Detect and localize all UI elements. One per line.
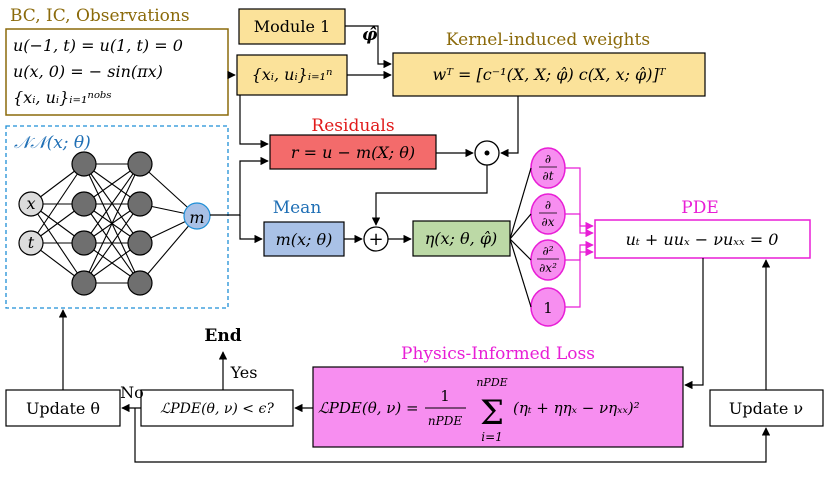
deriv-dt-den: ∂t bbox=[542, 169, 553, 183]
bc-box bbox=[5, 28, 229, 116]
convergence-check-box bbox=[140, 389, 294, 427]
eta-box bbox=[412, 220, 511, 257]
loss-sum-top: nPDE bbox=[476, 376, 507, 389]
nn-input-x-node bbox=[18, 191, 44, 217]
nn-title: 𝒩𝒩(x; θ) bbox=[14, 133, 91, 153]
kernel-title: Kernel-induced weights bbox=[446, 30, 650, 50]
arrow-dx-to-pde bbox=[565, 213, 594, 238]
nn-edge-16 bbox=[83, 163, 141, 244]
nn-hidden1-node-0 bbox=[71, 151, 97, 177]
kernel-equation: wᵀ = [c⁻¹(X, X; φ̂) c(X, x; φ̂)]ᵀ bbox=[433, 65, 667, 84]
line-eta-to-dt bbox=[509, 167, 532, 240]
derivative-operators: ∂ ∂t ∂ ∂x ∂² ∂x² 1 bbox=[530, 147, 566, 327]
arrow-dt-to-pde bbox=[565, 167, 594, 231]
arrow-pde-to-loss bbox=[684, 258, 704, 390]
nn-hidden1-node-2 bbox=[71, 230, 97, 256]
bc-title: BC, IC, Observations bbox=[10, 6, 190, 26]
nn-edge-20 bbox=[83, 163, 141, 284]
nn-edge-27 bbox=[139, 215, 198, 284]
subset-box bbox=[236, 54, 348, 96]
nn-input-t-node bbox=[18, 230, 44, 256]
line-eta-to-dxx bbox=[509, 238, 532, 261]
kernel-box bbox=[392, 52, 706, 97]
deriv-dxx-den: ∂x² bbox=[539, 261, 557, 275]
convergence-check-label: ℒPDE(θ, ν) < ϵ? bbox=[160, 401, 274, 417]
phi-hat-label: φ̂ bbox=[362, 25, 378, 45]
nn-hidden1-node-3 bbox=[71, 270, 97, 296]
nn-output-m-label: m bbox=[189, 208, 204, 227]
loss-sum-bottom: i=1 bbox=[481, 430, 503, 444]
deriv-dt-num: ∂ bbox=[545, 152, 551, 166]
identity-label: 1 bbox=[543, 299, 553, 317]
line-eta-to-identity bbox=[509, 238, 532, 308]
pde-title: PDE bbox=[681, 198, 718, 218]
residuals-box bbox=[269, 134, 437, 170]
connectors bbox=[58, 25, 771, 463]
deriv-dxx-num: ∂² bbox=[542, 244, 553, 258]
mean-box bbox=[263, 221, 345, 257]
residuals-title: Residuals bbox=[311, 116, 394, 136]
arrow-nn-to-residuals bbox=[210, 156, 269, 216]
module1-box bbox=[238, 8, 346, 45]
residuals-equation: r = u − m(X; θ) bbox=[291, 143, 415, 162]
pde-equation: uₜ + uuₓ − νuₓₓ = 0 bbox=[626, 230, 779, 249]
bc-line-1: u(−1, t) = u(1, t) = 0 bbox=[13, 36, 183, 55]
line-eta-to-dx bbox=[509, 213, 532, 240]
update-theta-label: Update θ bbox=[26, 399, 100, 418]
loss-box bbox=[312, 366, 684, 448]
nn-edge-21 bbox=[83, 203, 141, 284]
no-label: No bbox=[120, 383, 144, 402]
arrow-to-update-nu bbox=[134, 408, 771, 463]
module1-label: Module 1 bbox=[254, 17, 330, 36]
update-nu-box bbox=[709, 389, 824, 427]
nn-input-t-label: t bbox=[28, 233, 35, 252]
arrow-nn-to-mean bbox=[239, 215, 263, 244]
update-nu-label: Update ν bbox=[729, 399, 803, 418]
nn-hidden1-node-1 bbox=[71, 191, 97, 217]
arrow-hadamard-to-sum bbox=[371, 165, 488, 226]
loss-summand: (ηₜ + ηηₓ − νηₓₓ)² bbox=[513, 399, 640, 417]
nn-input-x-label: x bbox=[26, 194, 35, 213]
arrow-module1-to-kernel bbox=[345, 25, 392, 69]
sum-node-symbol: + bbox=[368, 229, 383, 250]
eta-equation: η(x; θ, φ̂) bbox=[425, 229, 498, 248]
nn-output-node bbox=[183, 202, 211, 230]
mean-title: Mean bbox=[273, 198, 322, 218]
yes-label: Yes bbox=[230, 363, 258, 382]
loss-sum-symbol: Σ bbox=[480, 393, 504, 433]
end-label: End bbox=[204, 326, 241, 346]
bc-line-3: {xᵢ, uᵢ}ᵢ₌₁ⁿᵒᵇˢ bbox=[13, 88, 112, 107]
loss-title: Physics-Informed Loss bbox=[401, 344, 595, 364]
subset-label: {xᵢ, uᵢ}ᵢ₌₁ⁿ bbox=[252, 65, 333, 84]
arrow-identity-to-pde bbox=[565, 247, 594, 308]
arrow-kernel-to-hadamard bbox=[500, 96, 519, 158]
nn-hidden2-node-0 bbox=[127, 151, 153, 177]
nn-hidden2-node-2 bbox=[127, 230, 153, 256]
loss-lhs: ℒPDE(θ, ν) = bbox=[318, 399, 419, 417]
pink-connectors bbox=[565, 167, 594, 308]
deriv-dx-num: ∂ bbox=[545, 198, 551, 212]
nn-hidden2-node-1 bbox=[127, 191, 153, 217]
arrow-subset-to-residuals bbox=[239, 95, 269, 149]
deriv-dx-den: ∂x bbox=[542, 215, 555, 229]
nn-nodes bbox=[18, 151, 211, 296]
mean-equation: m(x; θ) bbox=[276, 230, 333, 249]
loss-frac-den: nPDE bbox=[428, 414, 462, 428]
loss-frac-num: 1 bbox=[440, 387, 450, 405]
bc-line-2: u(x, 0) = − sin(πx) bbox=[13, 62, 163, 81]
pde-box bbox=[594, 219, 811, 259]
nn-hidden2-node-3 bbox=[127, 270, 153, 296]
hadamard-dot bbox=[484, 150, 490, 156]
nn-edge-4 bbox=[30, 163, 85, 244]
